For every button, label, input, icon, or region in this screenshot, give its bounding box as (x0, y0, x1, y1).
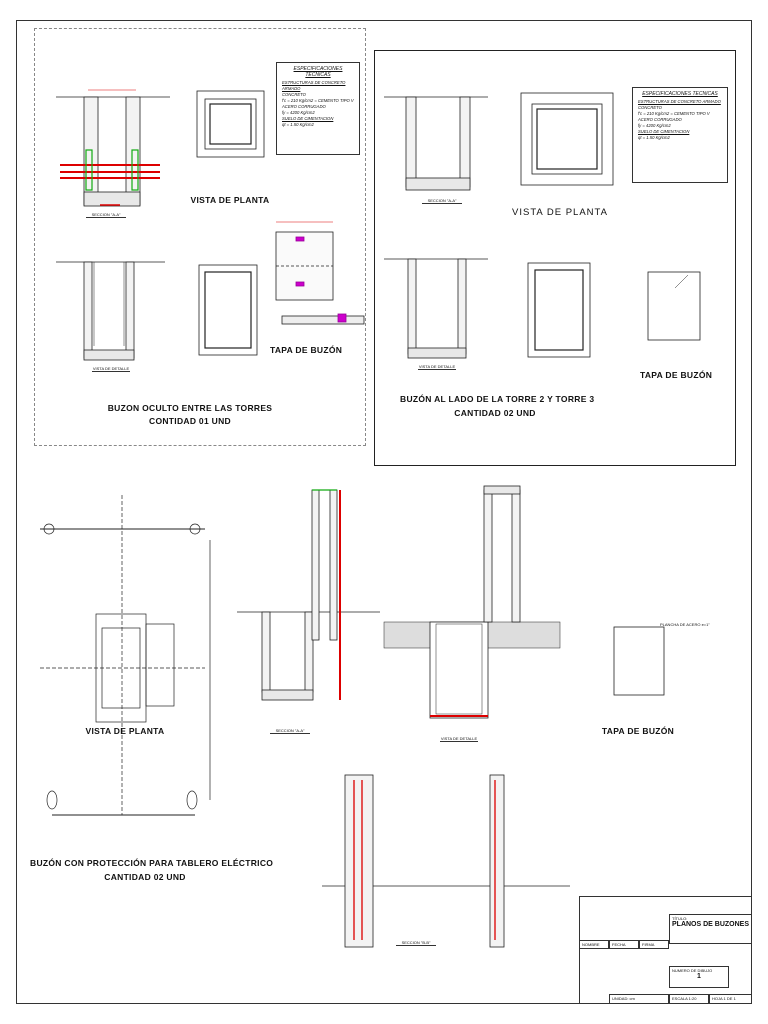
spec-item3-detail-b: qt = 1.50 Kg/cm2 (638, 135, 670, 140)
panel-a-cover-label: TAPA DE BUZÓN (270, 345, 343, 355)
spec-item1-b: CONCRETO (638, 105, 662, 110)
panel-a-title-line1: BUZON OCULTO ENTRE LAS TORRES (107, 403, 273, 413)
drawing-sheet-border (16, 20, 752, 1004)
spec-item1-detail: f'c = 210 Kg/cm2 = CEMENTO TIPO V (282, 98, 354, 103)
panel-c-detail-caption: VISTA DE DETALLE (440, 736, 478, 742)
spec-heading: ESPECIFICACIONES TECNICAS (293, 66, 343, 78)
panel-c-title-line2: CANTIDAD 02 UND (104, 872, 186, 882)
panel-a-section-top (56, 89, 170, 207)
title-cell: TÍTULO: PLANOS DE BUZONES (669, 914, 752, 944)
panel-a-title-line2: CONTIDAD 01 UND (149, 416, 231, 426)
spec-item1-detail-b: f'c = 210 Kg/cm2 = CEMENTO TIPO V (638, 111, 710, 116)
panel-a-detail-caption: VISTA DE DETALLE (92, 366, 130, 372)
panel-b-title-line1: BUZÓN AL LADO DE LA TORRE 2 Y TORRE 3 (400, 394, 595, 404)
nombre-cell: NOMBRE (579, 940, 609, 949)
panel-a-section-lower (56, 261, 165, 361)
panel-c-cover-label: TAPA DE BUZÓN (601, 726, 675, 736)
spec-sub1-b: ESTRUCTURAS DE CONCRETO ARMADO (638, 99, 721, 104)
drawing-number-cell: NUMERO DE DIBUJO 1 (669, 966, 729, 988)
drawing-number-value: 1 (697, 973, 701, 980)
fecha-cell: FECHA (609, 940, 639, 949)
panel-a-plan-label: VISTA DE PLANTA (190, 195, 270, 205)
spec-item2: ACERO CORRUGADO (282, 104, 326, 109)
panel-b-title-line2: CANTIDAD 02 UND (454, 408, 536, 418)
panel-a-section-caption: SECCION "A-A" (86, 212, 126, 218)
panel-b-cover-label: TAPA DE BUZÓN (640, 370, 713, 380)
title-block: TÍTULO: PLANOS DE BUZONES NOMBRE FECHA F… (579, 896, 752, 1004)
scale-cell: ESCALA 1:20 (669, 994, 709, 1004)
panel-c-plate-label: PLANCHA DE ACERO e=1" (660, 622, 710, 627)
spec-item3-detail: qt = 1.50 Kg/cm2 (282, 122, 314, 127)
spec-sub2-b: SUELO DE CIMENTACION (638, 129, 690, 134)
spec-sub1: ESTRUCTURAS DE CONCRETO ARMADO (282, 80, 346, 91)
title-label: TÍTULO: (672, 916, 688, 921)
title-value: PLANOS DE BUZONES (672, 921, 750, 928)
spec-item2-detail-b: fy = 4200 Kg/cm2 (638, 123, 671, 128)
spec-heading-b: ESPECIFICACIONES TECNICAS (642, 91, 718, 97)
panel-c-section2-caption: SECCION "B-B" (396, 940, 436, 946)
panel-b-plan-label: VISTA DE PLANTA (512, 207, 608, 218)
panel-b-detail-caption: VISTA DE DETALLE (418, 364, 456, 370)
spec-item2-b: ACERO CORRUGADO (638, 117, 682, 122)
panel-b-section-lower (384, 258, 488, 359)
firma-cell: FIRMA (639, 940, 669, 949)
spec-item2-detail: fy = 4200 Kg/cm2 (282, 110, 315, 115)
panel-c-section-caption: SECCION "A-A" (270, 728, 310, 734)
unit-cell: UNIDAD: cm (609, 994, 669, 1004)
panel-c-section-b (322, 774, 570, 948)
panel-c-title-line1: BUZÓN CON PROTECCIÓN PARA TABLERO ELÉCTR… (30, 858, 274, 868)
panel-c-section-a (237, 489, 380, 701)
panel-c-plan-label: VISTA DE PLANTA (85, 726, 165, 736)
panel-c-section-detail (383, 485, 561, 719)
panel-b-section-top (384, 96, 488, 191)
panel-b-spec-box: ESPECIFICACIONES TECNICAS ESTRUCTURAS DE… (632, 87, 728, 183)
panel-c-plan (40, 495, 211, 816)
sheet-cell: HOJA 1 DE 1 (709, 994, 752, 1004)
panel-hidden-manhole (34, 28, 366, 446)
panel-a-spec-box: ESPECIFICACIONES TECNICAS ESTRUCTURAS DE… (276, 62, 360, 155)
spec-item1: CONCRETO (282, 92, 306, 97)
panel-b-section-caption: SECCION "A-A" (422, 198, 462, 204)
spec-sub2: SUELO DE CIMENTACION (282, 116, 334, 121)
drawing-number-label: NUMERO DE DIBUJO (672, 968, 713, 973)
panel-tower-manhole (374, 50, 736, 466)
